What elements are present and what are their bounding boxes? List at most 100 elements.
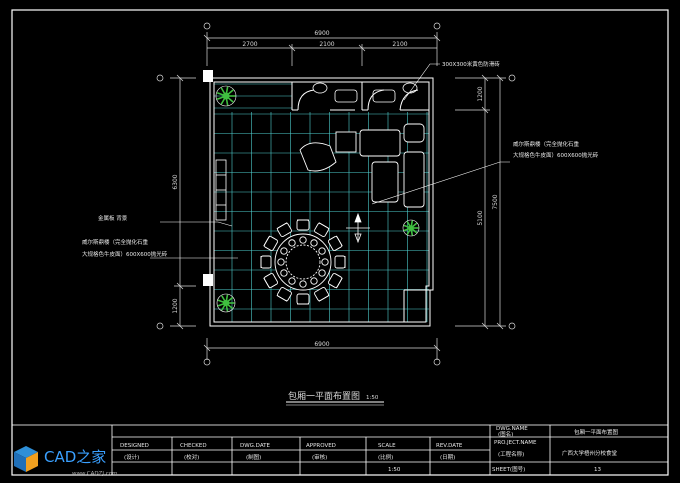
tb-scale-cn: (比例) bbox=[378, 453, 393, 461]
chair-seat bbox=[314, 222, 329, 238]
toilet-right bbox=[402, 82, 418, 94]
dim-right-top: 1200 bbox=[477, 86, 484, 101]
chair-back bbox=[335, 235, 343, 247]
drawing-title: 包厢一平面布置图 bbox=[288, 390, 360, 402]
dim-left-bottom: 1200 bbox=[172, 298, 179, 313]
chair-back bbox=[318, 222, 330, 230]
plate-setting bbox=[310, 277, 318, 285]
plant-core bbox=[408, 225, 414, 231]
plate-setting bbox=[280, 247, 288, 255]
plant-core bbox=[222, 92, 230, 100]
tb-approved: APPROVED bbox=[306, 443, 336, 449]
note-floor-right-1: 威尔斯鼎楼（完全抛化石重 bbox=[513, 140, 580, 148]
tb-dwg-name-cn: (图名) bbox=[498, 430, 513, 438]
tb-checked-cn: (校对) bbox=[184, 453, 199, 461]
dining-chair bbox=[334, 255, 346, 269]
plant-icon bbox=[402, 219, 420, 237]
chair-seat bbox=[263, 236, 279, 251]
dining-chair bbox=[327, 273, 343, 289]
plant-pot bbox=[402, 219, 420, 237]
note-floor-left-2: 大规格色牛皮面）600X600抛光砖 bbox=[82, 250, 168, 258]
chair-seat bbox=[327, 273, 343, 288]
tb-rev-date: REV.DATE bbox=[436, 443, 463, 449]
north-marker-icon bbox=[346, 212, 370, 244]
tb-dwg-date: DWG.DATE bbox=[240, 443, 271, 449]
toilet-left bbox=[312, 82, 328, 94]
dining-chair bbox=[276, 286, 292, 302]
chair-seat bbox=[327, 236, 343, 251]
chair-seat bbox=[277, 222, 292, 238]
plate-setting bbox=[299, 280, 307, 288]
side-cabinet bbox=[215, 159, 227, 221]
tb-dwg-date-cn: (制图) bbox=[246, 453, 261, 461]
plate-setting bbox=[288, 277, 296, 285]
chair-seat bbox=[296, 219, 310, 231]
dining-chair bbox=[314, 286, 330, 302]
chair-seat bbox=[296, 293, 310, 305]
dim-top-seg2: 2100 bbox=[319, 41, 334, 48]
drawing-scale: 1:50 bbox=[366, 395, 379, 401]
plate-setting bbox=[299, 236, 307, 244]
columns bbox=[203, 70, 213, 286]
note-tile: 300X300米黄色防滑砖 bbox=[442, 60, 500, 68]
tb-checked: CHECKED bbox=[180, 443, 207, 449]
dining-chair bbox=[296, 219, 310, 231]
tb-sheet-value: 13 bbox=[594, 467, 601, 473]
tb-proj-name: PRO.JECT.NAME bbox=[494, 440, 537, 446]
bathtub-left bbox=[334, 89, 358, 103]
plant-pot bbox=[215, 85, 237, 107]
chair-back bbox=[276, 294, 288, 302]
dining-chair bbox=[260, 255, 272, 269]
tb-scale: SCALE bbox=[378, 443, 396, 449]
tb-scale-value: 1:50 bbox=[388, 467, 401, 473]
dining-chair bbox=[296, 293, 310, 305]
dining-table bbox=[274, 233, 332, 291]
tb-approved-cn: (审核) bbox=[312, 453, 327, 461]
tb-rev-date-cn: (日期) bbox=[440, 454, 455, 461]
dim-top-seg3: 2100 bbox=[392, 41, 407, 48]
chair-seat bbox=[314, 286, 329, 302]
sofa-seat bbox=[371, 161, 399, 203]
lazy-susan bbox=[285, 244, 321, 280]
dining-chair bbox=[276, 222, 292, 238]
plate-setting bbox=[310, 239, 318, 247]
leader-lines bbox=[150, 63, 510, 259]
note-floor-left-1: 威尔斯鼎楼（完全抛化石重 bbox=[82, 238, 149, 246]
dining-chair bbox=[314, 222, 330, 238]
note-floor-right-2: 大规格色牛皮面）600X600抛光砖 bbox=[513, 151, 599, 159]
plate-setting bbox=[280, 269, 288, 277]
dining-chair bbox=[327, 235, 343, 251]
plant-pot bbox=[216, 293, 236, 313]
dim-right-mid: 5100 bbox=[477, 210, 484, 225]
chair-back bbox=[263, 235, 271, 247]
dim-top-total: 6900 bbox=[314, 30, 329, 37]
bathtub-right bbox=[372, 89, 396, 103]
cad-logo-icon bbox=[14, 446, 38, 472]
armchair-top bbox=[403, 123, 425, 143]
dim-top-seg1: 2700 bbox=[242, 41, 257, 48]
sofa-long bbox=[359, 129, 401, 157]
plant-core bbox=[222, 299, 230, 307]
lounge-chair bbox=[299, 142, 337, 172]
chair-seat bbox=[334, 255, 346, 269]
dimension-lines bbox=[170, 32, 506, 360]
chair-seat bbox=[277, 286, 292, 302]
tb-proj-value: 广西大学梧州分校食堂 bbox=[562, 449, 618, 457]
chair-back bbox=[335, 277, 343, 289]
plate-setting bbox=[321, 258, 329, 266]
chair-back bbox=[318, 294, 330, 302]
plant-icon bbox=[215, 85, 237, 107]
watermark-brand: CAD之家 bbox=[44, 448, 106, 466]
tb-designed: DESIGNED bbox=[120, 443, 149, 449]
chair-back bbox=[276, 222, 288, 230]
dining-chair bbox=[263, 235, 279, 251]
plant-icon bbox=[216, 293, 236, 313]
tb-designed-cn: (设计) bbox=[124, 453, 139, 461]
plate-setting bbox=[277, 258, 285, 266]
tb-dwg-name-value: 包厢一平面布置图 bbox=[574, 428, 619, 436]
plate-setting bbox=[318, 247, 326, 255]
washroom-fixtures bbox=[312, 82, 418, 103]
plants bbox=[215, 85, 420, 313]
tb-dwg-name: DWG.NAME bbox=[496, 426, 528, 432]
